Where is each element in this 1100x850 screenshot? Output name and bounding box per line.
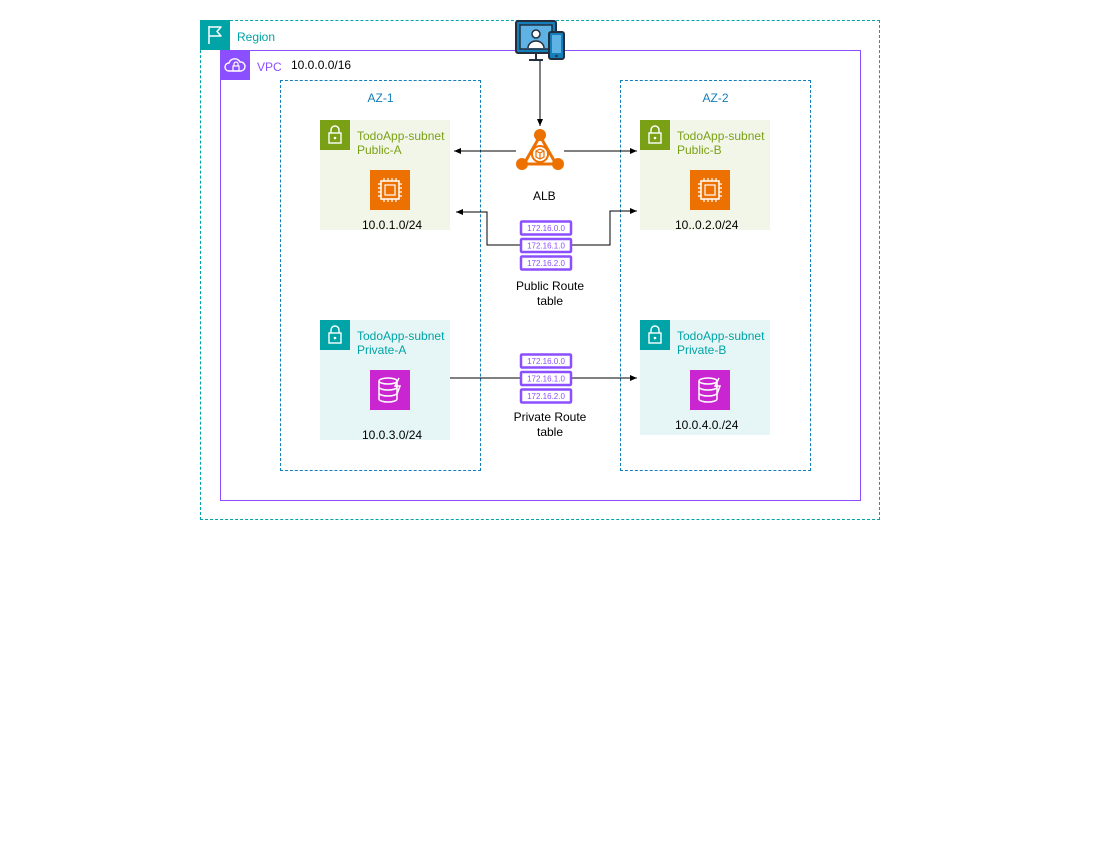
dynamodb-icon[interactable]	[370, 370, 410, 410]
route-entry: 172.16.0.0	[527, 357, 565, 366]
route-entry: 172.16.1.0	[527, 242, 565, 251]
public-subnet-a[interactable]: TodoApp-subnet Public-A	[320, 120, 450, 230]
subnet-title: TodoApp-subnet Public-B	[677, 129, 765, 157]
private-subnet-a[interactable]: TodoApp-subnet Private-A	[320, 320, 450, 440]
availability-zone-2: AZ-2	[620, 80, 811, 471]
az-label: AZ-1	[367, 91, 394, 105]
region-label: Region	[237, 30, 276, 44]
subnet-cidr: 10.0.1.0/24	[362, 218, 423, 232]
lock-icon	[320, 320, 350, 350]
vpc-label: VPC	[257, 60, 282, 74]
ec2-instance-icon[interactable]	[370, 170, 410, 210]
public-route-table-label: Public Route table	[515, 279, 585, 308]
subnet-title: TodoApp-subnet Public-A	[357, 129, 445, 157]
client-devices-icon	[515, 20, 567, 62]
private-route-table-icon[interactable]: 172.16.0.0 172.16.1.0 172.16.2.0	[519, 353, 573, 405]
private-subnet-b[interactable]: TodoApp-subnet Private-B	[640, 320, 770, 435]
route-entry: 172.16.1.0	[527, 375, 565, 384]
route-entry: 172.16.0.0	[527, 224, 565, 233]
subnet-cidr: 10.0.4.0./24	[675, 418, 739, 432]
dynamodb-icon[interactable]	[690, 370, 730, 410]
flag-icon	[200, 20, 230, 50]
public-subnet-b[interactable]: TodoApp-subnet Public-B	[640, 120, 770, 230]
subnet-cidr: 10..0.2.0/24	[675, 218, 739, 232]
lock-icon	[640, 320, 670, 350]
subnet-title: TodoApp-subnet Private-B	[677, 329, 765, 357]
private-route-table-label: Private Route table	[513, 410, 587, 439]
subnet-title: TodoApp-subnet Private-A	[357, 329, 445, 357]
lock-icon	[320, 120, 350, 150]
route-entry: 172.16.2.0	[527, 392, 565, 401]
ec2-instance-icon[interactable]	[690, 170, 730, 210]
vpc-cidr: 10.0.0.0/16	[291, 58, 352, 72]
subnet-cidr: 10.0.3.0/24	[362, 428, 423, 442]
public-route-table-icon[interactable]: 172.16.0.0 172.16.1.0 172.16.2.0	[519, 220, 573, 272]
availability-zone-1: AZ-1	[280, 80, 481, 471]
az-label: AZ-2	[702, 91, 729, 105]
vpc-cloud-lock-icon	[220, 50, 250, 80]
lock-icon	[640, 120, 670, 150]
elastic-load-balancer-icon[interactable]	[516, 128, 564, 174]
alb-label: ALB	[533, 189, 556, 203]
public-rt-to-public-b-arrow	[571, 208, 637, 246]
route-entry: 172.16.2.0	[527, 259, 565, 268]
public-rt-to-public-a-arrow	[456, 209, 521, 246]
